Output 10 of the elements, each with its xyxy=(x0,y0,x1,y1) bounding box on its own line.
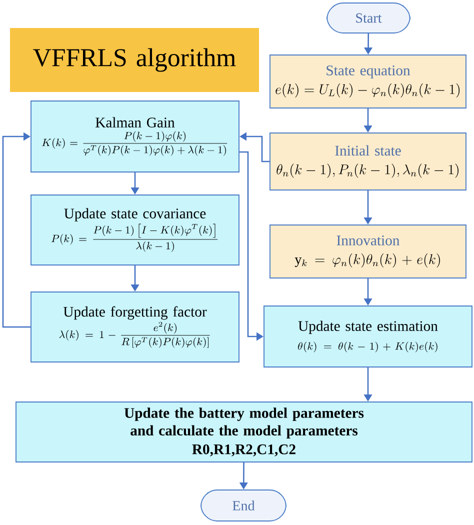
title-banner: VFFRLS algorithm xyxy=(10,28,259,92)
process-box: Update state covariance $P(k)=\frac{P(k-1)\left[I-K(k)\varphi^T(k)\right]}{\lambda(k-1)}$ xyxy=(30,194,240,266)
process-box: Initial state $\theta_n(k-1),P_n(k-1),\lambda_n(k-1)$ xyxy=(270,132,466,190)
process-box: Innovation $\mathrm{y}_k=\varphi_n(k)\theta_n(k)+e(k)$ xyxy=(270,224,466,278)
arrow xyxy=(2,132,31,328)
process-box: Update forgetting factor $\lambda(k)=1-\frac{e^2(k)}{R\left[\varphi^T(k)P(k)\varphi(k)\right]}$ xyxy=(30,292,240,362)
process-box: State equation $e(k)=U_L(k)-\varphi_n(k)\theta_n(k-1)$ xyxy=(270,54,466,108)
process-box: Update state estimation $\theta(k)=\theta(k-1)+K(k)e(k)$ xyxy=(264,306,472,368)
process-box: Kalman Gain $K(k)=\frac{P(k-1)\varphi(k)}{\varphi^T(k)P(k-1)\varphi(k)+\lambda(k-1)}$ xyxy=(30,100,240,172)
process-box: Update the battery model parameters and calculate the model parameters R0,R1,R2,C1,C2 xyxy=(16,402,472,462)
